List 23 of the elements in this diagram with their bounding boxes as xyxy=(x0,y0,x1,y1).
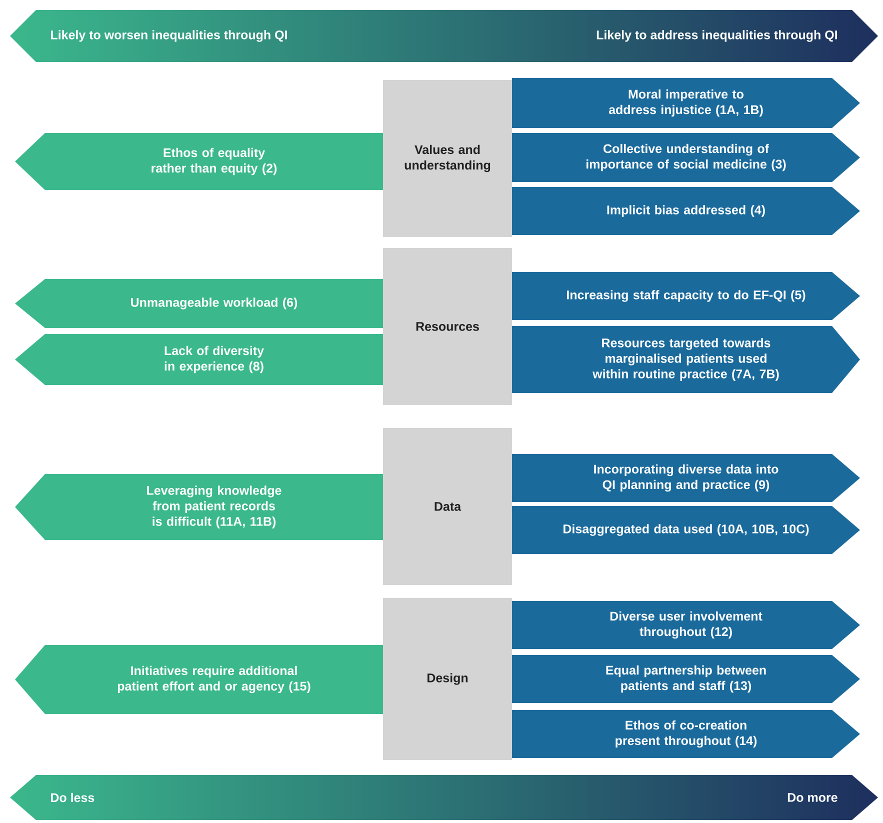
right-arrow-box: Resources targeted towards marginalised patients used within routine practice (7A, 7B) xyxy=(512,326,860,393)
right-arrow-box: Moral imperative to address injustice (1A, 1B) xyxy=(512,78,860,128)
banner-label: Do less xyxy=(51,792,94,802)
right-arrow-box: Increasing staff capacity to do EF-QI (5) xyxy=(512,272,860,320)
banner-label: Likely to address inequalities through QI xyxy=(596,30,837,42)
right-arrow-box: Ethos of co-creation present throughout (14) xyxy=(512,710,860,758)
left-arrow-box: Ethos of equality rather than equity (2) xyxy=(15,133,383,190)
left-arrow-box: Lack of diversity in experience (8) xyxy=(15,334,383,385)
right-arrow-box: Collective understanding of importance of social medicine (3) xyxy=(512,133,860,182)
left-arrow-box: Initiatives require additional patient effort and or agency (15) xyxy=(15,645,383,714)
category-box: Data xyxy=(383,428,512,585)
right-arrow-box: Diverse user involvement throughout (12) xyxy=(512,601,860,649)
left-arrow-box: Leveraging knowledge from patient records is difficult (11A, 11B) xyxy=(15,474,383,540)
right-arrow-box: Disaggregated data used (10A, 10B, 10C) xyxy=(512,506,860,554)
banner-label: Likely to worsen inequalities through QI xyxy=(51,30,287,42)
right-arrow-box: Implicit bias addressed (4) xyxy=(512,187,860,235)
left-arrow-box: Unmanageable workload (6) xyxy=(15,279,383,328)
category-box: Values and understanding xyxy=(383,80,512,237)
category-box: Resources xyxy=(383,248,512,405)
category-box: Design xyxy=(383,598,512,760)
right-arrow-box: Incorporating diverse data into QI planning and practice (9) xyxy=(512,454,860,502)
right-arrow-box: Equal partnership between patients and staff (13) xyxy=(512,655,860,703)
banner-label: Do more xyxy=(788,793,838,802)
